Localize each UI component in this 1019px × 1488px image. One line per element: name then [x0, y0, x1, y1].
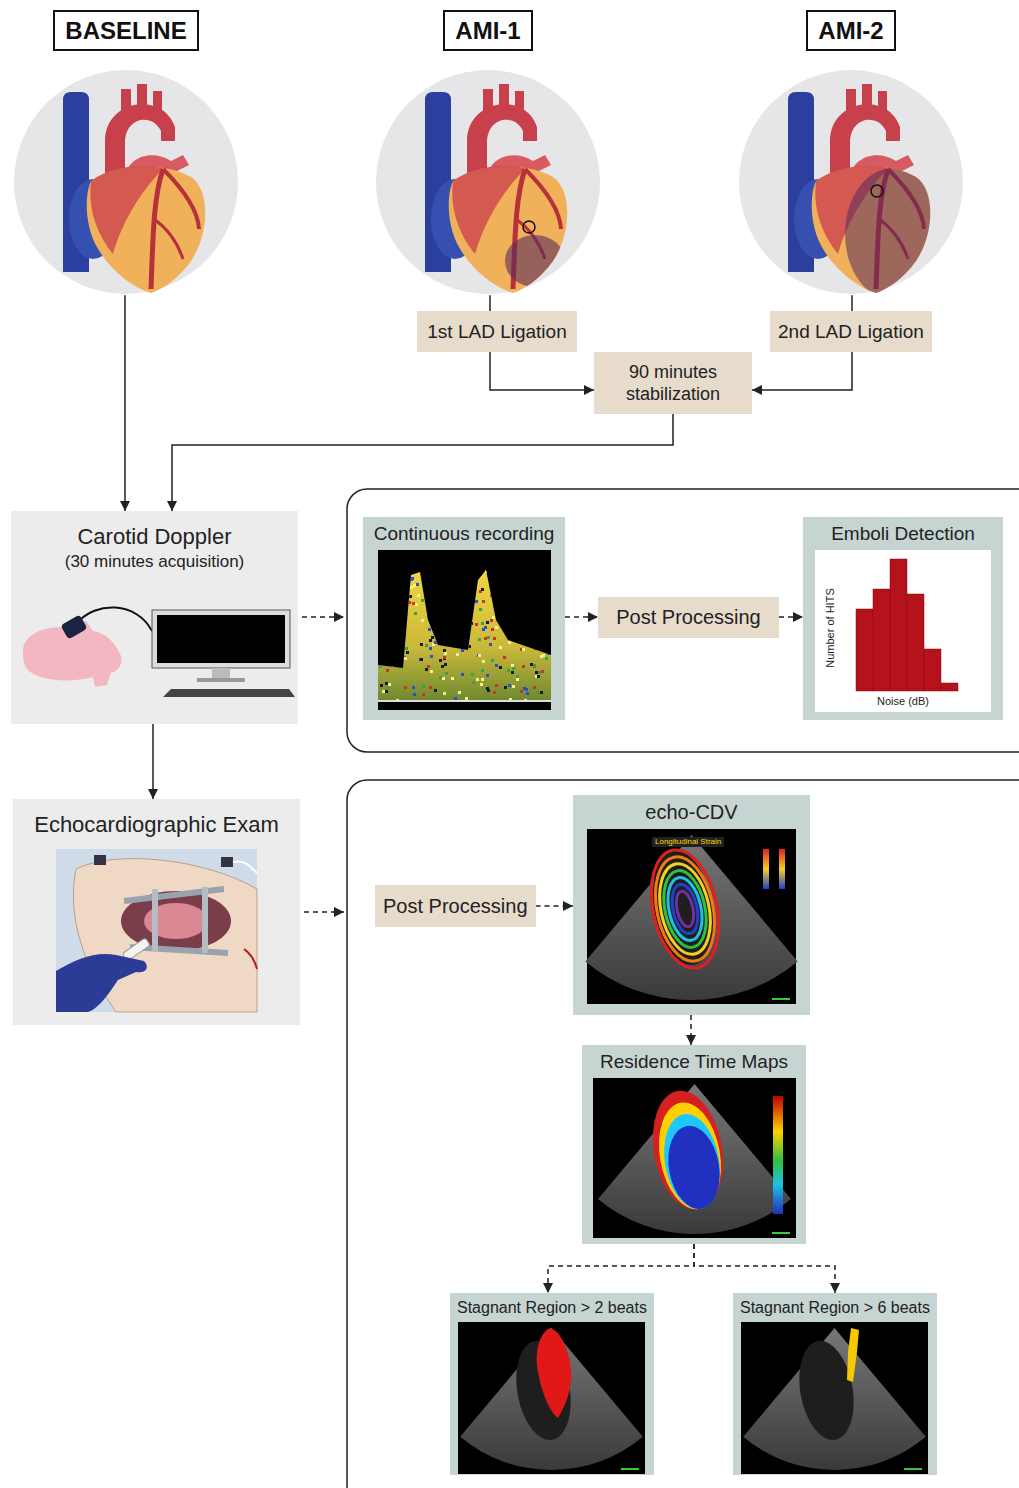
flow-connector — [752, 352, 852, 390]
echo-exam-illustration — [56, 849, 257, 1012]
heart-illustration — [738, 69, 964, 295]
image-annotation: Longitudinal Strain — [652, 837, 724, 847]
dashed-arrow — [302, 616, 344, 618]
stage-label: AMI-2 — [806, 10, 895, 51]
panel-box: Carotid Doppler(30 minutes acquisition) — [11, 511, 298, 724]
dashed-connector — [565, 616, 598, 618]
dashed-connector — [536, 905, 573, 907]
box-text: 1st LAD Ligation — [427, 320, 566, 344]
box-text: Post Processing — [383, 894, 528, 919]
dashed-arrow — [304, 911, 344, 913]
stage-label: BASELINE — [53, 10, 198, 51]
panel-subtitle: (30 minutes acquisition) — [11, 551, 298, 572]
heart-illustration — [13, 69, 239, 295]
image-title: Emboli Detection — [831, 522, 975, 546]
dashed-connector — [690, 1015, 692, 1045]
image-box: Residence Time Maps — [582, 1045, 806, 1244]
process-box: 90 minutes stabilization — [594, 352, 752, 414]
ultrasound-image — [593, 1078, 796, 1238]
flow-connector — [172, 414, 673, 511]
heart-illustration — [375, 69, 601, 295]
image-box: Continuous recording — [363, 517, 565, 720]
image-title: Continuous recording — [374, 522, 555, 546]
image-title: Residence Time Maps — [600, 1050, 788, 1074]
flow-connector — [851, 295, 853, 311]
group-panel — [347, 489, 1019, 752]
panel-title: Carotid Doppler — [11, 523, 298, 551]
histogram-chart: Number of HITS Noise (dB) — [815, 550, 991, 712]
process-box: 1st LAD Ligation — [417, 311, 577, 352]
image-box: echo-CDV — [573, 795, 810, 1015]
ultrasound-image — [458, 1322, 645, 1474]
image-box: Emboli DetectionNumber of HITS Noise (dB) — [803, 517, 1003, 720]
flow-connector — [489, 295, 491, 311]
doppler-setup-illustration — [11, 601, 298, 721]
box-text: Post Processing — [616, 605, 761, 630]
flow-connector — [124, 295, 126, 511]
ultrasound-image — [378, 550, 551, 710]
process-box: 2nd LAD Ligation — [770, 311, 932, 352]
ultrasound-image — [741, 1322, 928, 1474]
dashed-connector — [779, 616, 803, 618]
process-box: Post Processing — [598, 597, 779, 638]
process-box: Post Processing — [375, 885, 536, 927]
image-box: Stagnant Region > 2 beats — [450, 1293, 654, 1475]
stage-group: BASELINE — [12, 8, 240, 295]
dashed-connector — [694, 1244, 835, 1293]
image-title: Stagnant Region > 2 beats — [457, 1298, 647, 1318]
image-title: echo-CDV — [645, 800, 737, 825]
box-text: 90 minutes stabilization — [602, 361, 744, 406]
axis-label: Noise (dB) — [815, 695, 991, 708]
ultrasound-image — [587, 829, 796, 1004]
image-title: Stagnant Region > 6 beats — [740, 1298, 930, 1318]
panel-title: Echocardiographic Exam — [13, 811, 300, 839]
panel-box: Echocardiographic Exam — [13, 799, 300, 1025]
flow-connector — [490, 352, 594, 390]
axis-label: Number of HITS — [824, 588, 837, 667]
stage-group: AMI-1 — [374, 8, 602, 295]
dashed-connector — [548, 1244, 694, 1293]
stage-label: AMI-1 — [443, 10, 532, 51]
histogram-bars — [815, 550, 991, 712]
flow-connector — [152, 724, 154, 799]
stage-group: AMI-2 — [737, 8, 965, 295]
image-box: Stagnant Region > 6 beats — [733, 1293, 937, 1475]
group-panel — [347, 780, 1019, 1488]
box-text: 2nd LAD Ligation — [778, 320, 924, 344]
